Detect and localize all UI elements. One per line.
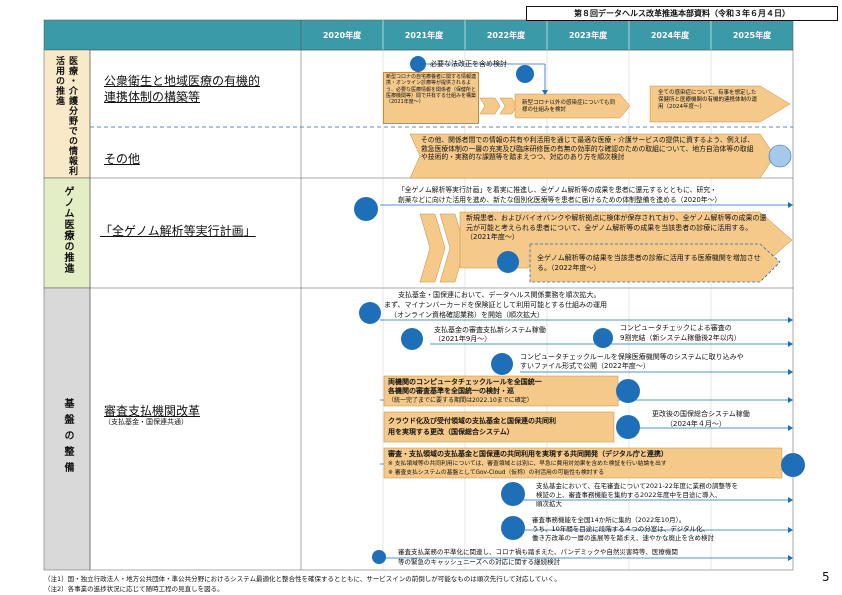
other-inf-arrow xyxy=(514,93,631,119)
genome-chev-2 xyxy=(439,213,466,283)
header-left-cell xyxy=(43,19,302,51)
circle-b2 xyxy=(401,328,423,350)
year-2024: 2024年度 xyxy=(650,31,690,40)
section-review-title: 審査支払機関改革 xyxy=(104,404,201,418)
genome-arrow-3 xyxy=(529,243,781,283)
footnote-2: （注2）各事業の進捗状況に応じて随時工程の見直しを図る。 xyxy=(44,585,224,593)
year-2020: 2020年度 xyxy=(322,31,362,40)
genome-expand-text: 全ゲノム解析等の結果を当該患者の診療に活用する医療機関を増加させる。（2022年… xyxy=(537,254,761,272)
b9-line-b: 検証の上、審査事務機能を集約する2022年度中を目途に導入、 xyxy=(536,491,722,499)
category-base: 基盤の整備 xyxy=(62,398,73,478)
b8-note-2: ※ 審査支払システムの基盤としてGov-Cloud（仮称）の利活用の可能性も検討… xyxy=(388,470,605,476)
b5-box xyxy=(383,375,619,407)
circle-b5 xyxy=(616,379,640,403)
all-infection-text: 全ての感染症について、有事を想定した保健所と医療機関の有機的連携体制の運用（20… xyxy=(658,90,758,110)
circle-b8 xyxy=(781,453,805,477)
section-other-title: その他 xyxy=(104,152,141,166)
title-badge: 第８回データヘルス改革推進本部資料（令和３年６月４日） xyxy=(526,6,838,21)
other-arrow xyxy=(409,133,776,179)
b2-line-a: 支払基金の審査支払新システム稼働 xyxy=(434,326,546,334)
law-revision: 必要な法改正を含め検討 xyxy=(430,60,507,68)
b9-line-c: 順次拡大 xyxy=(536,500,562,508)
all-inf-arrow xyxy=(649,85,791,123)
section-review-sub: （支払基金・国保連共通） xyxy=(104,418,188,426)
b1-line-c: （オンライン資格確認業務）を開始（順次拡大） xyxy=(390,311,544,319)
circle-b3 xyxy=(593,328,613,348)
b7-line-a: クラウド化及び受付領域の支払基金と国保連の共同利 xyxy=(388,417,556,425)
cat3-band xyxy=(43,287,91,571)
circle-b10 xyxy=(501,516,525,540)
b11-line-b: 等の緊急のキャッシュニーズへの対応に関する継続検討 xyxy=(398,558,561,566)
b10-line-c: 働き方改革の一層の進展等を踏まえ、速やかな廃止を含め検討 xyxy=(532,534,714,542)
b10-line-b: うち、10年間を目途に段階する４つの分室は、デジタル化、 xyxy=(532,525,710,533)
section-genome-title: 「全ゲノム解析等実行計画」 xyxy=(100,224,256,238)
section-public-health-title-b: 連携体制の構築等 xyxy=(104,90,201,104)
genome-chev-1 xyxy=(419,213,446,283)
other-infection-text: 新型コロナ以外の感染症についても同様の仕組みを検討 xyxy=(522,100,616,113)
genome-plan-line-a: 「全ゲノム解析等実行計画」を着実に推進し、全ゲノム解析等の成果を患者に還元すると… xyxy=(398,186,717,194)
b3-line-a: コンピュータチェックによる審査の xyxy=(620,324,732,332)
b8-note-1: ※ 支払領域等の共同利用については、審査領域とは別に、早急に費用対効果を含めた検… xyxy=(388,461,667,467)
circle-b9 xyxy=(501,482,525,506)
page-number: 5 xyxy=(822,570,830,584)
footnote-1: （注1）国・独立行政法人・地方公共団体・準公共分野におけるシステム最適化と整合性… xyxy=(44,575,561,583)
year-2022: 2022年度 xyxy=(486,31,526,40)
b6-line-b: （2024年４月～） xyxy=(666,420,726,428)
b1-line-b: まず、マイナンバーカードを保険証として利用可能とする仕組みの運用 xyxy=(384,301,607,309)
other-measures-text: その他、関係者間での情報の共有や利活用を通じて最適な医療・介護サービスの提供に資… xyxy=(421,136,755,162)
b7-line-b: 用を実現する更改（国保総合システム） xyxy=(388,428,514,436)
b1-line-a: 支払基金・国保連において、データヘルス関係業務を順次拡大。 xyxy=(398,291,601,299)
section-public-health-title-a: 公衆衛生と地域医療の有機的 xyxy=(104,74,261,88)
year-2023: 2023年度 xyxy=(568,31,608,40)
cat2-band xyxy=(43,177,91,289)
b5-line-a: 両機関のコンピュータチェックルールを全国統一 xyxy=(388,378,542,386)
b3-line-b: 9割完結（新システム稼働後2年以内） xyxy=(620,334,741,342)
year-2021: 2021年度 xyxy=(404,31,444,40)
circle-law xyxy=(410,56,426,72)
circle-b1 xyxy=(359,302,381,324)
covid-info-box: 新型コロナの自宅療養者に関する情報連携・オンライン診療等が提供されるよう、必要な… xyxy=(383,72,479,124)
circle-b7 xyxy=(616,415,640,439)
category-genome: ゲノム医療の推進 xyxy=(62,186,73,274)
b4-line-b: すいファイル形式で公開（2022年度～） xyxy=(520,362,650,370)
category-info-use: 医療・介護分野での情報利活用の推進 xyxy=(54,56,77,176)
b11-line-a: 審査支払業務の平準化に関連し、コロナ禍も踏まえた、パンデミックや自然災害時等、医… xyxy=(398,548,678,556)
genome-plan-line-b: 創薬などに向けた活用を進め、新たな個別化医療等を患者に届けるための体制整備を進め… xyxy=(398,196,722,204)
b7-box xyxy=(383,411,615,443)
b2-line-b: （2021年9月～） xyxy=(434,335,492,343)
circle-b4 xyxy=(491,353,513,375)
circle-genome-2 xyxy=(497,251,519,273)
b8-box xyxy=(383,447,783,479)
b10-line-a: 審査事務機能を全国14か所に集約（2022年10月）。 xyxy=(532,516,686,524)
genome-return-text: 新規患者、およびバイオバンクや解析拠点に検体が保存されており、全ゲノム解析等の成… xyxy=(466,214,767,241)
cat1-band xyxy=(43,49,91,179)
year-2025: 2025年度 xyxy=(732,31,772,40)
circle-b11 xyxy=(372,550,386,564)
covid-arrow-1 xyxy=(479,97,501,115)
b6-line-a: 更改後の国保総合システム稼働 xyxy=(652,410,750,418)
b9-line-a: 支払基金において、在宅審査について2021-22年度に業務の調整等を xyxy=(536,482,738,490)
b5-line-b: 各機関の審査基準を全国統一の検討・巡 xyxy=(388,387,514,395)
covid-arrow-2 xyxy=(499,97,518,115)
b4-line-a: コンピュータチェックルールを保険医療機関等のシステムに取り込みや xyxy=(520,353,744,361)
circle-genome xyxy=(354,197,378,221)
b8-line: 審査・支払領域の支払基金と国保連の共同利用を実現する共同開発（デジタル庁と連携） xyxy=(388,450,668,458)
circle-s1-a xyxy=(516,65,534,83)
circle-other-end xyxy=(768,144,792,168)
b5-line-c: （統一完了までに要する期間は2022.10までに確定） xyxy=(388,397,533,404)
